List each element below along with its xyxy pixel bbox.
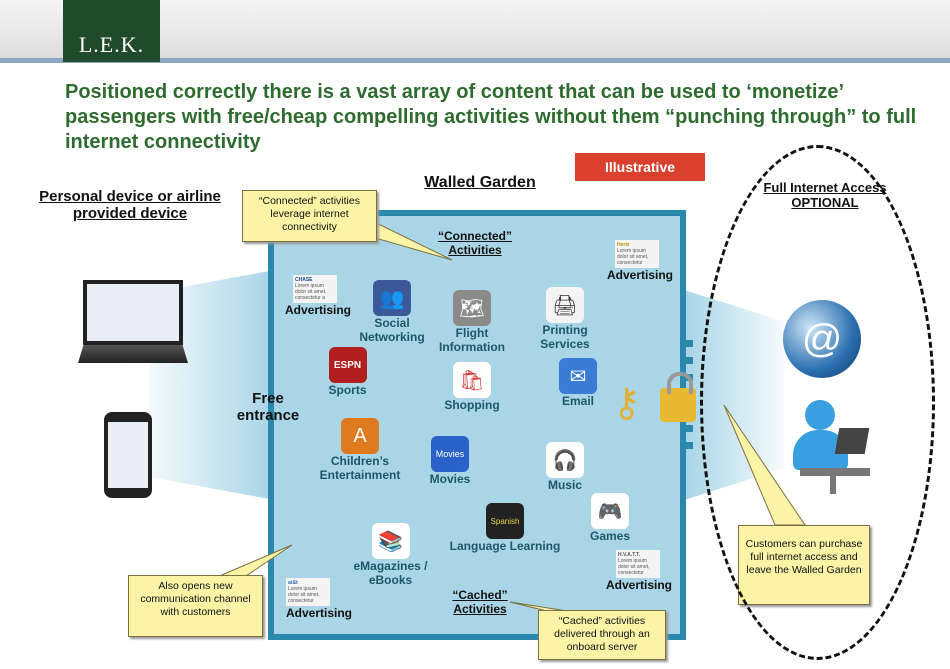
- lek-logo: L.E.K.: [63, 0, 160, 62]
- activity-emagazines-ebooks: 📚eMagazines / eBooks: [348, 523, 433, 587]
- callout-cached: “Cached” activities delivered through an…: [538, 610, 666, 660]
- heading-personal-device: Personal device or airline provided devi…: [39, 188, 221, 222]
- keys-icon: ⚷: [612, 381, 642, 425]
- activity-shopping: 🛍Shopping: [432, 362, 512, 412]
- gamepad-icon: 🎮: [591, 493, 629, 529]
- optional-internet-oval: [700, 145, 935, 660]
- activity-social-networking: 👥Social Networking: [352, 280, 432, 344]
- header-divider: [0, 58, 950, 63]
- activity-printing-services: 🖨Printing Services: [525, 287, 605, 351]
- gps-map-icon: 🗺: [453, 290, 491, 326]
- globe-at-icon: @: [783, 300, 861, 378]
- ad-thumbnail: H.V.A.T.T.Lorem ipsum dolor sit amet, co…: [616, 550, 660, 578]
- shopping-bags-icon: 🛍: [453, 362, 491, 398]
- illustrative-badge: Illustrative: [575, 153, 705, 181]
- books-icon: 📚: [371, 523, 410, 559]
- heading-walled-garden: Walled Garden: [424, 174, 536, 191]
- headphones-icon: 🎧: [546, 442, 584, 478]
- spanish-book-icon: Spanish: [486, 503, 524, 539]
- callout-connected: “Connected” activities leverage internet…: [242, 190, 377, 242]
- padlock-icon: [660, 372, 696, 422]
- slide-title: Positioned correctly there is a vast arr…: [65, 81, 917, 153]
- kids-quiz-icon: A: [341, 418, 379, 454]
- espn-icon: ESPN: [328, 347, 367, 383]
- activity-email: ✉Email: [548, 358, 608, 408]
- email-icon: ✉: [559, 358, 597, 394]
- smartphone-icon: [104, 412, 152, 498]
- movies-icon: Movies: [431, 436, 469, 472]
- cached-activities-label: “Cached” Activities: [452, 588, 508, 616]
- user-at-computer-icon: [785, 400, 880, 495]
- activity-games: 🎮Games: [580, 493, 640, 543]
- printer-icon: 🖨: [546, 287, 584, 323]
- ad-hyatt: H.V.A.T.T.Lorem ipsum dolor sit amet, co…: [606, 550, 673, 592]
- activity-music: 🎧Music: [535, 442, 595, 492]
- social-networking-icon: 👥: [373, 280, 411, 316]
- callout-channel: Also opens new communication channel wit…: [128, 575, 263, 637]
- laptop-icon: [78, 280, 188, 375]
- free-entrance-label: Free entrance: [236, 390, 300, 424]
- connected-activities-label: “Connected” Activities: [437, 229, 512, 257]
- activity-flight-information: 🗺Flight Information: [432, 290, 512, 354]
